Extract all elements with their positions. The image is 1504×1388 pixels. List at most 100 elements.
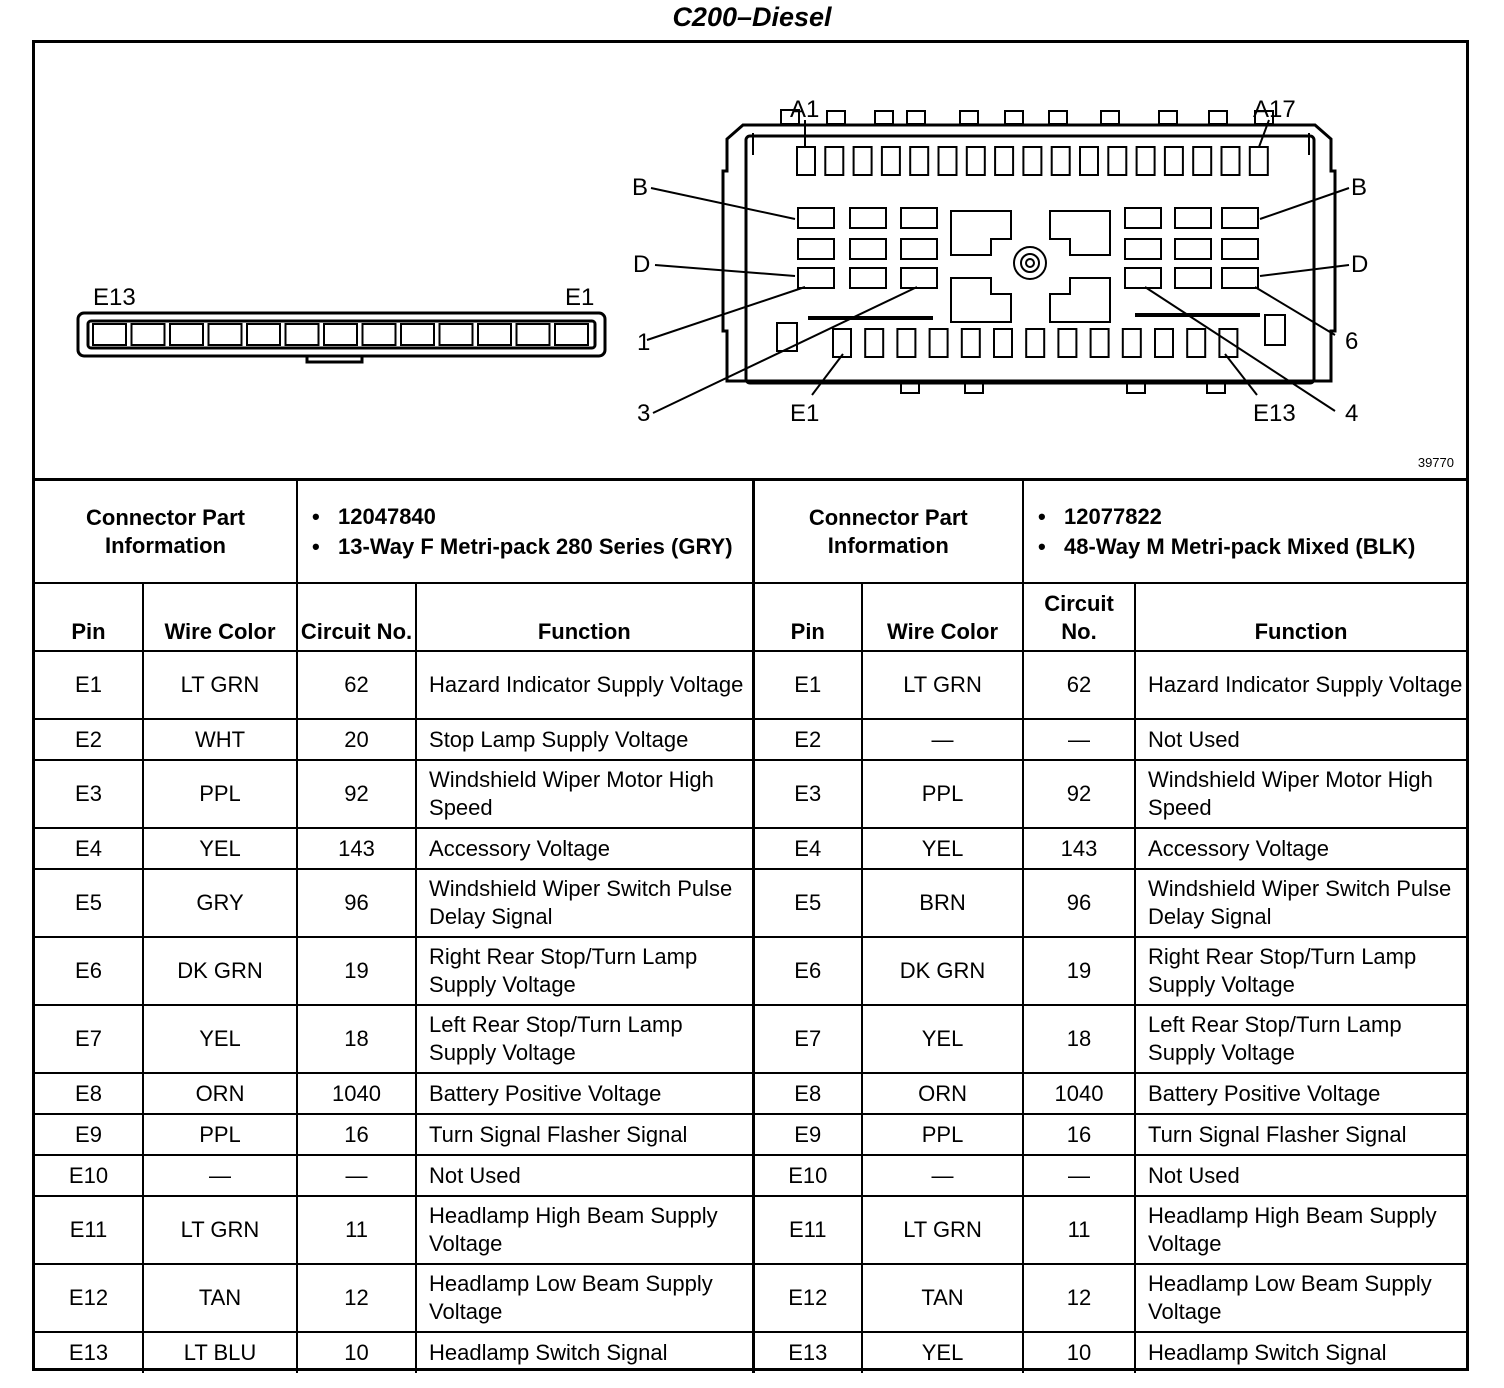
circuit-cell: 16 xyxy=(296,1113,418,1156)
connector-48-cavity-a-row xyxy=(1163,146,1184,176)
pin-cell: E9 xyxy=(35,1113,144,1156)
connector-part-info-label: Connector Part Information xyxy=(751,481,1025,584)
column-header-function: Function xyxy=(415,582,755,652)
pin-cell: E13 xyxy=(751,1331,864,1373)
circuit-cell: 96 xyxy=(296,868,418,938)
circuit-cell: 18 xyxy=(1022,1004,1137,1074)
circuit-cell: 16 xyxy=(1022,1113,1137,1156)
pin-cell: E3 xyxy=(35,759,144,829)
pin-cell: E2 xyxy=(751,718,864,761)
wire-color-cell: BRN xyxy=(861,868,1025,938)
connector-13-cavity xyxy=(92,323,127,346)
wire-color-cell: — xyxy=(861,1154,1025,1197)
circuit-cell: 19 xyxy=(1022,936,1137,1006)
pin-cell: E10 xyxy=(35,1154,144,1197)
connector-48-cavity-a-row xyxy=(880,146,901,176)
connector-48-cavity-b-d-row xyxy=(1124,267,1162,289)
pin-cell: E10 xyxy=(751,1154,864,1197)
function-cell: Stop Lamp Supply Voltage xyxy=(415,718,755,761)
connector-48-cavity-b-d-row xyxy=(900,207,938,229)
connector-13-cavity xyxy=(400,323,435,346)
circuit-cell: 20 xyxy=(296,718,418,761)
column-header-circuit: Circuit No. xyxy=(1022,582,1137,652)
connector-description: 13-Way F Metri-pack 280 Series (GRY) xyxy=(312,532,752,562)
pin-cell: E8 xyxy=(35,1072,144,1115)
wire-color-cell: DK GRN xyxy=(141,936,299,1006)
connector-48-cavity-a-row xyxy=(909,146,930,176)
connector-48-cavity-b-d-row xyxy=(1221,238,1259,260)
wire-color-cell: YEL xyxy=(141,1004,299,1074)
connector-48-cavity-e-row xyxy=(1057,328,1078,358)
callout-e1: E1 xyxy=(790,400,819,427)
connector-13-way-drawing xyxy=(76,311,607,364)
pin-cell: E5 xyxy=(751,868,864,938)
connector-48-cavity-a-row xyxy=(1220,146,1241,176)
pin-cell: E11 xyxy=(35,1195,144,1265)
connector-13-cavity xyxy=(169,323,204,346)
connector-description: 48-Way M Metri-pack Mixed (BLK) xyxy=(1038,532,1466,562)
column-header-pin: Pin xyxy=(751,582,864,652)
circuit-cell: — xyxy=(1022,1154,1137,1197)
connector-48-cavity-b-d-row xyxy=(849,267,887,289)
function-cell: Right Rear Stop/Turn Lamp Supply Voltage xyxy=(415,936,755,1006)
pin-cell: E11 xyxy=(751,1195,864,1265)
wire-color-cell: LT BLU xyxy=(141,1331,299,1373)
wire-color-cell: PPL xyxy=(861,1113,1025,1156)
wire-color-cell: YEL xyxy=(861,1004,1025,1074)
connector-48-cavity-e-row xyxy=(896,328,917,358)
pin-cell: E1 xyxy=(751,650,864,720)
connector-48-cavity-b-d-row xyxy=(900,267,938,289)
connector-48-cavity-a-row xyxy=(1248,146,1269,176)
callout-d-right: D xyxy=(1351,251,1368,278)
connector-48-cavity-e-row xyxy=(960,328,981,358)
connector-48-cavity-e-row xyxy=(1121,328,1142,358)
function-cell: Left Rear Stop/Turn Lamp Supply Voltage xyxy=(415,1004,755,1074)
circuit-cell: 11 xyxy=(296,1195,418,1265)
column-header-wire-color: Wire Color xyxy=(861,582,1025,652)
pin-assignment-table: Connector Part Information 12047840 13-W… xyxy=(35,481,1467,1373)
connector-13-cavity xyxy=(323,323,358,346)
pin-cell: E7 xyxy=(35,1004,144,1074)
connector-13-cavity xyxy=(515,323,551,346)
function-cell: Not Used xyxy=(1134,1154,1467,1197)
connector-48-cavity-a-row xyxy=(994,146,1015,176)
pin-cell: E5 xyxy=(35,868,144,938)
connector-48-cavity-b-d-row xyxy=(797,207,835,229)
function-cell: Headlamp Switch Signal xyxy=(415,1331,755,1373)
pin-cell: E8 xyxy=(751,1072,864,1115)
figure-number: 39770 xyxy=(1417,455,1454,470)
wire-color-cell: ORN xyxy=(141,1072,299,1115)
connector-13-cavity xyxy=(246,323,281,346)
callout-a17: A17 xyxy=(1253,96,1296,123)
connector-48-cavity-b-d-row xyxy=(1174,267,1212,289)
wire-color-cell: DK GRN xyxy=(861,936,1025,1006)
callout-e13: E13 xyxy=(1253,400,1296,427)
wire-color-cell: PPL xyxy=(141,1113,299,1156)
connector-48-way-drawing xyxy=(721,109,1337,394)
wire-color-cell: TAN xyxy=(861,1263,1025,1333)
connector-48-cavity-a-row xyxy=(852,146,873,176)
circuit-cell: 12 xyxy=(296,1263,418,1333)
connector-13-cavity xyxy=(361,323,397,346)
function-cell: Hazard Indicator Supply Voltage xyxy=(415,650,755,720)
connector-48-cavity-a-row xyxy=(937,146,958,176)
circuit-cell: 143 xyxy=(1022,827,1137,870)
connector-part-info: 12077822 48-Way M Metri-pack Mixed (BLK) xyxy=(1022,481,1467,584)
connector-48-cavity-e-row xyxy=(864,328,885,358)
connector-48-cavity-b-d-row xyxy=(1174,207,1212,229)
connector-13-cavity xyxy=(207,323,243,346)
connector-48-cavity-a-row xyxy=(1079,146,1099,176)
function-cell: Headlamp Switch Signal xyxy=(1134,1331,1467,1373)
pin-cell: E4 xyxy=(35,827,144,870)
connector-48-cavity-b-d-row xyxy=(849,238,887,260)
wire-color-cell: ORN xyxy=(861,1072,1025,1115)
connector-48-cavity-a-row xyxy=(1022,146,1043,176)
circuit-cell: 11 xyxy=(1022,1195,1137,1265)
wire-color-cell: — xyxy=(861,718,1025,761)
column-header-function: Function xyxy=(1134,582,1467,652)
